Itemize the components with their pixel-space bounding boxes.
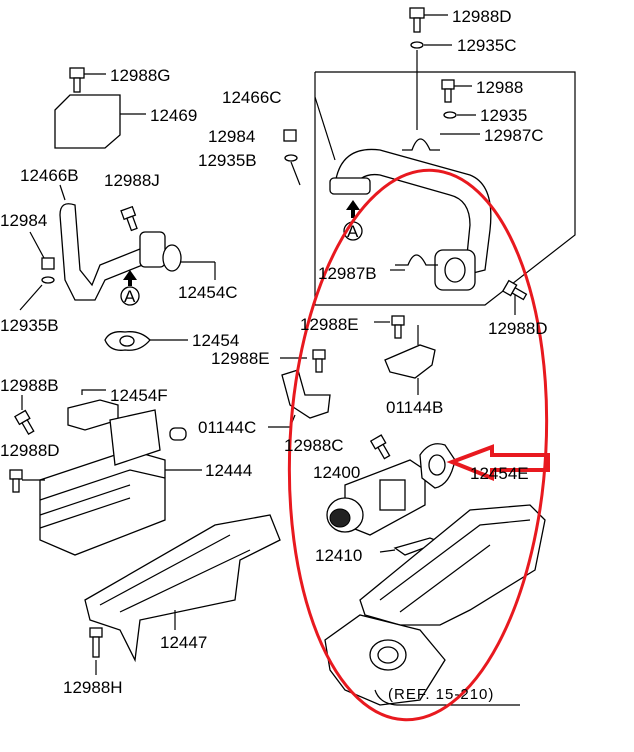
label-12410: 12410 <box>315 546 362 565</box>
arrow-up-icon <box>346 200 360 218</box>
label-12466C: 12466C <box>222 88 282 107</box>
label-12988: 12988 <box>476 78 523 97</box>
label-12988H: 12988H <box>63 678 123 697</box>
insulator-12469 <box>54 94 121 149</box>
label-12988E: 12988E <box>211 349 270 368</box>
gasket-12454C <box>162 244 182 272</box>
highlight-ellipse <box>287 168 549 722</box>
label-12935C: 12935C <box>457 36 517 55</box>
clamp-12987C <box>402 138 440 151</box>
label-12935B: 12935B <box>0 316 59 335</box>
marker-a: A <box>124 287 136 306</box>
label-12400: 12400 <box>313 463 360 482</box>
label-12454E: 12454E <box>470 464 529 483</box>
label-12984: 12984 <box>208 127 255 146</box>
label-12988C: 12988C <box>284 436 344 455</box>
bolt-12988D-top <box>409 7 448 33</box>
bolt-12988G <box>69 67 106 93</box>
label-12988D: 12988D <box>0 441 60 460</box>
label-01144B: 01144B <box>386 398 443 417</box>
egr-cooler-12444 <box>39 449 166 556</box>
group-frame <box>314 71 576 306</box>
highlight-arrow <box>446 444 550 481</box>
arrow-up-icon <box>123 270 137 286</box>
label-12454F: 12454F <box>110 386 168 405</box>
washer-12935C <box>410 41 424 49</box>
label-12447: 12447 <box>160 633 207 652</box>
label-12935: 12935 <box>480 106 527 125</box>
label-12454C: 12454C <box>178 283 238 302</box>
label-12444: 12444 <box>205 461 252 480</box>
bolt-12988 <box>441 79 472 103</box>
label-12987C: 12987C <box>484 126 544 145</box>
egr-valve-12400 <box>326 459 426 536</box>
label-12988B: 12988B <box>0 376 59 395</box>
label-12984: 12984 <box>0 211 47 230</box>
bracket-12447 <box>84 514 281 663</box>
reference-note: (REF. 15-210) <box>388 686 494 703</box>
bracket-01144C <box>281 369 331 419</box>
label-12466B: 12466B <box>20 166 79 185</box>
label-12987B: 12987B <box>318 264 377 283</box>
label-12454: 12454 <box>192 331 239 350</box>
clamp-12987B <box>395 254 438 266</box>
label-12935B: 12935B <box>198 151 257 170</box>
nut-12984 <box>283 129 297 142</box>
label-12988J: 12988J <box>104 171 160 190</box>
label-12988D: 12988D <box>452 7 512 26</box>
label-12469: 12469 <box>150 106 197 125</box>
label-12988E: 12988E <box>300 315 359 334</box>
label-12988G: 12988G <box>110 66 171 85</box>
pipe-12466C <box>334 148 492 276</box>
label-01144C: 01144C <box>198 418 256 437</box>
bracket-01144B <box>384 344 436 379</box>
label-12988D: 12988D <box>488 319 548 338</box>
pipe-12466B <box>59 203 156 301</box>
